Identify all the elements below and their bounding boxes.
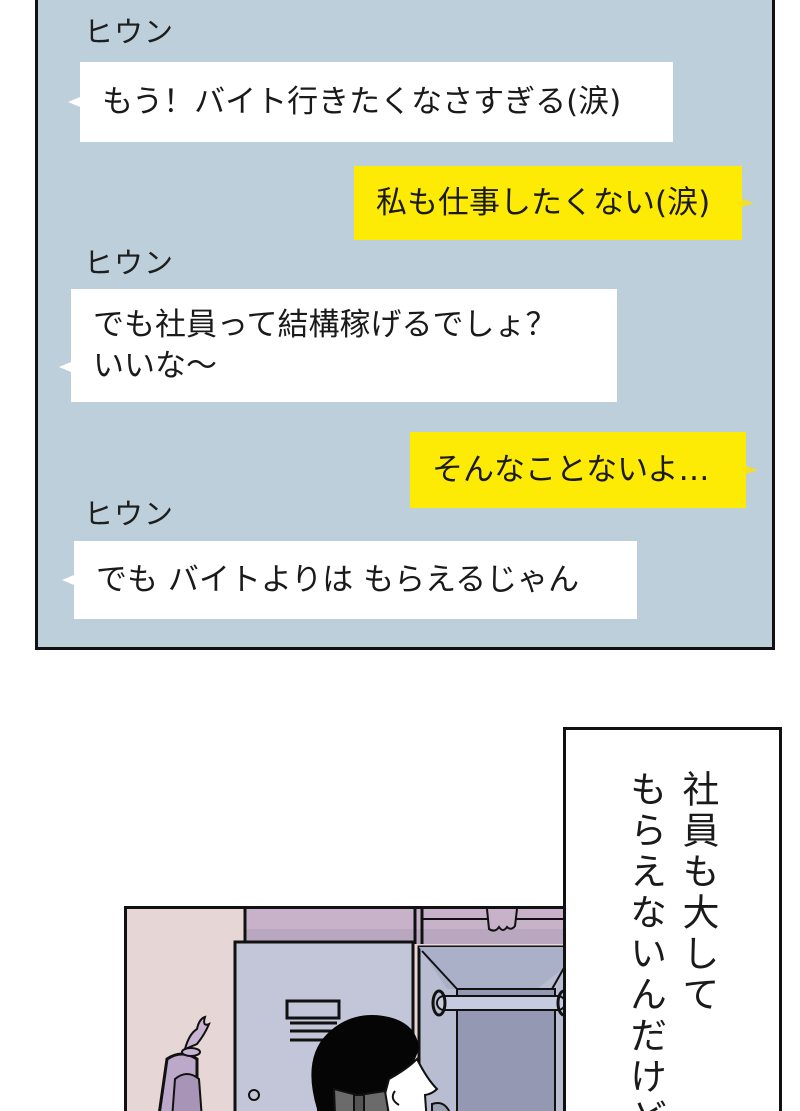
caption-line: 社員も大して bbox=[676, 770, 719, 1016]
message-text: でも バイトよりは もらえるじゃん bbox=[96, 561, 580, 598]
message-bubble-sent: そんなことないよ… bbox=[410, 432, 758, 508]
narration-caption: 社員も大して もらえないんだけどな bbox=[618, 770, 723, 1111]
sender-name: ヒウン bbox=[84, 497, 175, 531]
message-text: もう！バイト行きたくなさすぎる(涙) bbox=[102, 83, 622, 120]
narration-caption-box: 社員も大して もらえないんだけどな bbox=[563, 727, 782, 1111]
message-bubble-received: もう！バイト行きたくなさすぎる(涙) bbox=[68, 62, 673, 142]
chat-panel: ヒウン もう！バイト行きたくなさすぎる(涙) 私も仕事したくない(涙) ヒウン … bbox=[35, 0, 775, 650]
message-bubble-sent: 私も仕事したくない(涙) bbox=[354, 166, 754, 240]
message-bubble-received: でも バイトよりは もらえるじゃん bbox=[62, 541, 637, 619]
message-text: いいな〜 bbox=[93, 347, 217, 384]
locker-room-illustration bbox=[124, 906, 566, 1111]
locker-room-drawing bbox=[127, 909, 566, 1111]
message-text: そんなことないよ… bbox=[432, 451, 710, 488]
sender-name: ヒウン bbox=[84, 15, 175, 49]
message-bubble-received: でも社員って結構稼げるでしょ？ いいな〜 bbox=[59, 289, 617, 402]
message-text: 私も仕事したくない(涙) bbox=[376, 184, 711, 221]
caption-line: もらえないんだけどな bbox=[623, 770, 667, 1111]
message-text: でも社員って結構稼げるでしょ？ bbox=[93, 307, 557, 344]
sender-name: ヒウン bbox=[84, 246, 175, 280]
